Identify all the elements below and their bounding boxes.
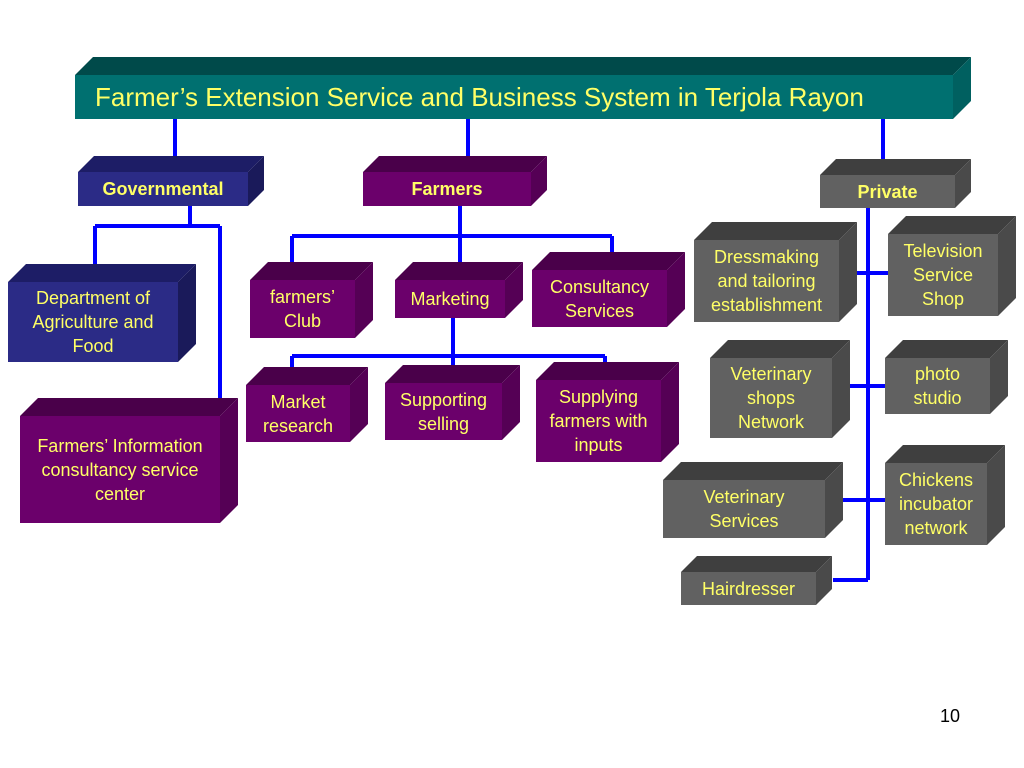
- node-veterinary-shops: Veterinary shops Network: [730, 364, 812, 432]
- box-supsell: [385, 365, 520, 440]
- connector-lines: [93, 119, 888, 582]
- page-number: 10: [939, 706, 961, 726]
- box-vetshops: [710, 340, 850, 438]
- category-private: Private: [857, 181, 918, 202]
- category-governmental: Governmental: [102, 179, 224, 199]
- box-fic: [20, 398, 238, 523]
- node-television-service-shop: Television Service Shop: [903, 241, 983, 309]
- box-far: [363, 156, 547, 206]
- node-department-agriculture: Department of Agriculture and Food: [32, 288, 154, 356]
- node-hairdresser: Hairdresser: [701, 578, 796, 599]
- node-supporting-selling: Supporting selling: [399, 389, 488, 434]
- node-veterinary-services: Veterinary Services: [703, 487, 785, 531]
- box-pri: [820, 159, 971, 208]
- box-title: [75, 57, 971, 119]
- box-shapes: [8, 57, 1016, 605]
- box-gov: [78, 156, 264, 206]
- box-vetserv: [663, 462, 843, 538]
- box-chick: [885, 445, 1005, 545]
- node-farmers-information-center: Farmers’ Information consultancy service…: [37, 435, 203, 504]
- node-market-research: Market research: [262, 391, 334, 436]
- node-supplying-inputs: Supplying farmers with inputs: [549, 387, 648, 455]
- node-dressmaking: Dressmaking and tailoring establishment: [710, 247, 823, 315]
- box-mresearch: [246, 367, 368, 442]
- box-club: [250, 262, 373, 338]
- box-photo: [885, 340, 1008, 414]
- box-marketing: [395, 262, 523, 318]
- node-photo-studio: photo studio: [913, 364, 962, 408]
- node-farmers-club: farmers’ Club: [269, 287, 335, 331]
- node-consultancy-services: Consultancy Services: [549, 276, 650, 321]
- node-marketing: Marketing: [410, 289, 490, 309]
- box-consult: [532, 252, 685, 327]
- box-supply: [536, 362, 679, 462]
- box-hair: [681, 556, 832, 605]
- box-dept: [8, 264, 196, 362]
- category-farmers: Farmers: [411, 179, 483, 199]
- box-dress: [694, 222, 857, 322]
- diagram-title: Farmer’s Extension Service and Business …: [95, 81, 864, 112]
- node-chickens-incubator: Chickens incubator network: [898, 470, 974, 538]
- box-tv: [888, 216, 1016, 316]
